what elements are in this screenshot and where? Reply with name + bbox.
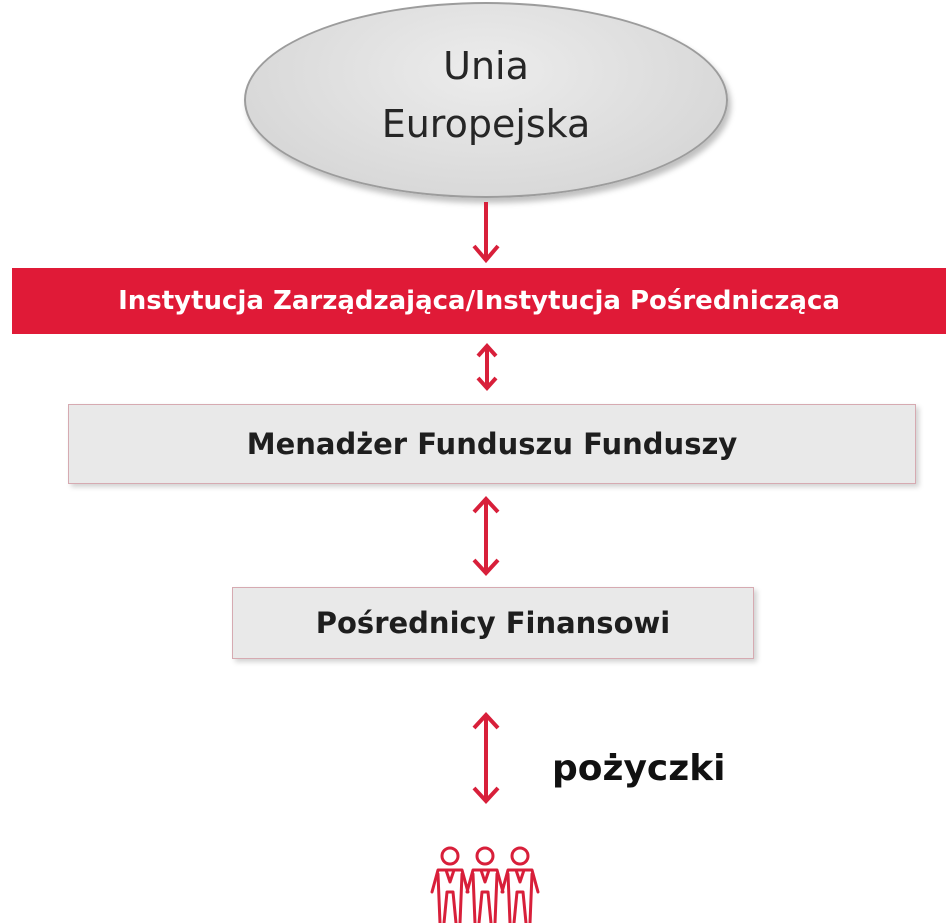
managing-authority-node: Instytucja Zarządzająca/Instytucja Pośre… [12,268,946,334]
loans-edge-label: pożyczki [552,748,726,789]
arrow-bidirectional-authority-fund-manager [476,343,498,391]
people-group-icon [430,846,540,923]
eu-label: Unia Europejska [381,44,591,146]
arrow-bidirectional-fund-manager-intermediaries [472,496,500,576]
fund-manager-node: Menadżer Funduszu Funduszy [68,404,916,484]
eu-node: Unia Europejska [244,2,728,198]
intermediaries-label: Pośrednicy Finansowi [315,606,671,640]
fund-manager-label: Menadżer Funduszu Funduszy [246,427,738,461]
managing-authority-label: Instytucja Zarządzająca/Instytucja Pośre… [118,286,840,316]
arrow-down-eu-to-authority [472,202,500,264]
arrow-bidirectional-intermediaries-beneficiaries [472,712,500,804]
intermediaries-node: Pośrednicy Finansowi [232,587,754,659]
